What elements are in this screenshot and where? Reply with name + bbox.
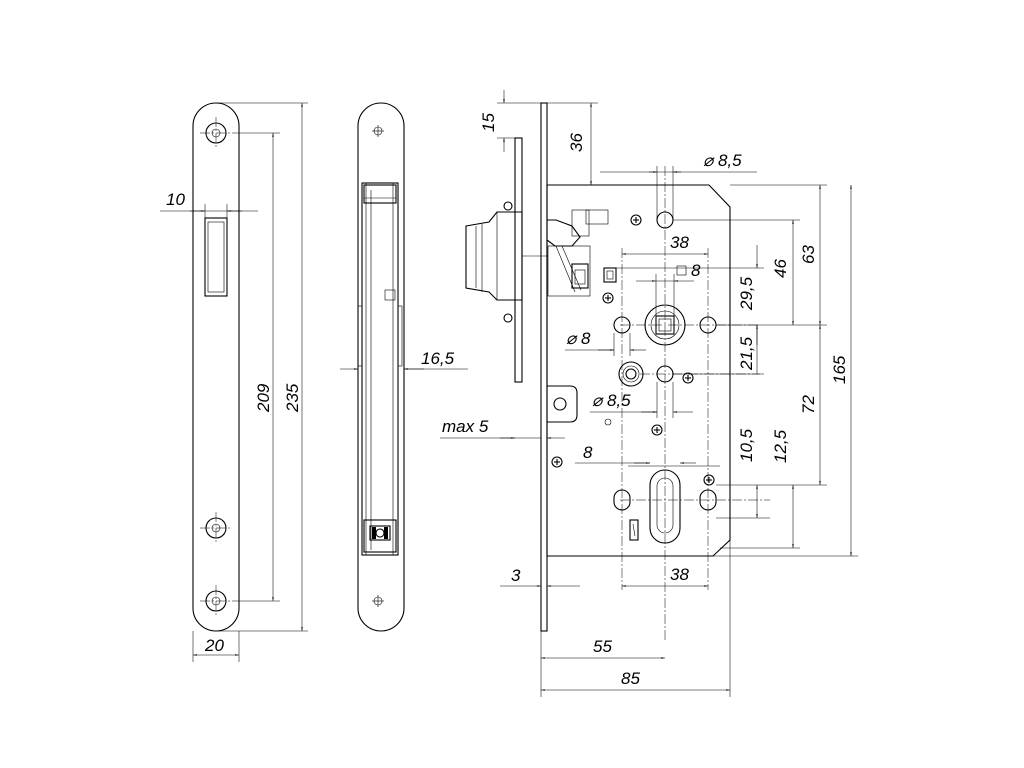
- faceplate-edge: [540, 102, 548, 632]
- dim-center-distance: 72: [799, 395, 818, 414]
- dim-cyl-offset-b: 12,5: [771, 429, 790, 463]
- dim-faceplate-length: 235: [283, 383, 302, 413]
- dim-spindle-offset-b: 63: [799, 245, 818, 264]
- dim-spindle-to-latch: 29,5: [737, 276, 756, 311]
- screw-3: [682, 372, 694, 384]
- dim-faceplate-inner-width: 10: [166, 190, 185, 209]
- pin-hole-left: [613, 248, 631, 590]
- cylinder-cutout: [613, 465, 770, 544]
- dim-pin-dia: ⌀ 8: [566, 329, 591, 348]
- faceplate-front-view: 10 209 235 20: [160, 102, 308, 662]
- dim-hole-spacing-bottom: 38: [670, 565, 689, 584]
- lock-side-view: 16,5: [340, 102, 468, 632]
- square-symbol-icon: [676, 265, 687, 276]
- dim-latch-projection: max 5: [442, 417, 489, 436]
- dim-top-offset: 15: [479, 113, 498, 132]
- dim-top-to-body: 36: [567, 133, 586, 152]
- dim-spindle-hole-dia: ⌀ 8,5: [703, 151, 742, 170]
- screw-1: [630, 214, 642, 226]
- side-body: [361, 182, 399, 556]
- dim-cylinder-slot: 8: [583, 443, 593, 462]
- screw-hole-bottom: [200, 585, 232, 617]
- side-faceplate-outline: [357, 102, 405, 632]
- dim-hole-spacing-top: 38: [670, 233, 689, 252]
- latch-bolt: [465, 201, 548, 323]
- dim-lower-hole-dia: ⌀ 8,5: [592, 391, 631, 410]
- dim-body-thickness: 16,5: [421, 349, 455, 368]
- pin-hole-right: [699, 248, 717, 590]
- dim-body-depth: 85: [621, 669, 640, 688]
- dim-spindle-square: 8: [691, 261, 701, 280]
- dead-bolt-slot: [547, 385, 578, 423]
- dim-faceplate-width: 20: [204, 636, 224, 655]
- screw-hole-lower: [200, 512, 232, 544]
- faceplate-outline: [192, 102, 240, 632]
- latch-mechanism: [546, 209, 617, 297]
- screw-2: [602, 292, 614, 304]
- screw-5: [551, 456, 563, 468]
- dim-screw-spacing: 209: [254, 383, 273, 413]
- screw-6: [703, 474, 715, 486]
- screw-4: [651, 424, 663, 436]
- screw-hole-top: [200, 117, 232, 149]
- strike-plate: [514, 137, 523, 383]
- dim-plate-thickness: 3: [511, 566, 521, 585]
- follower: [618, 361, 644, 387]
- latch-opening: [204, 217, 228, 297]
- dim-body-height: 165: [830, 355, 849, 384]
- dim-spindle-offset-a: 46: [771, 259, 790, 278]
- dim-cylinder-offset: 21,5: [737, 336, 756, 371]
- dim-backset: 55: [593, 637, 612, 656]
- dim-cyl-offset-a: 10,5: [737, 428, 756, 462]
- lock-mechanism-view: 15 36 ⌀ 8,5 38 8 46 63 29,5: [440, 90, 858, 697]
